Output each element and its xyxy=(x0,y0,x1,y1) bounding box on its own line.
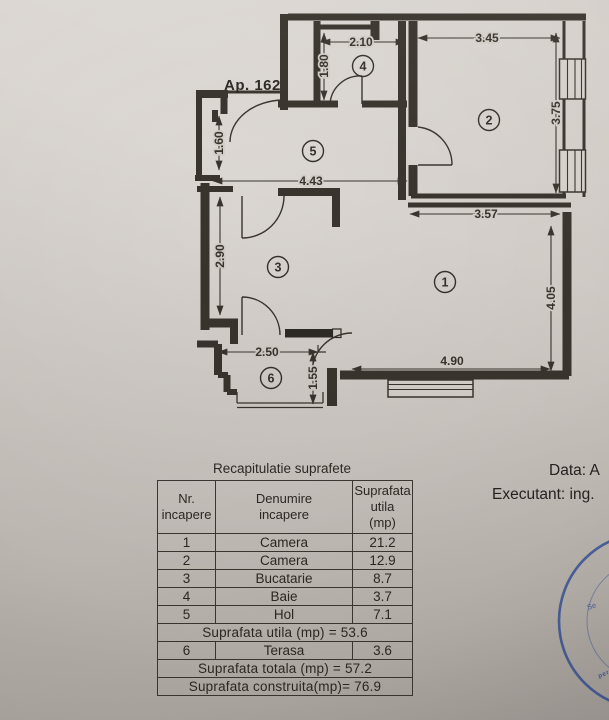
col-header-suprafata: Suprafata utila (mp) xyxy=(352,480,413,534)
cell-area: 12.9 xyxy=(352,551,413,570)
table-row: 3 Bucatarie 8.7 xyxy=(157,569,413,588)
svg-text:3: 3 xyxy=(275,261,282,275)
summary-construita-row: Suprafata construita(mp)= 76.9 xyxy=(157,677,413,696)
dimension-4-90: 4.90 xyxy=(440,354,464,368)
cell-name: Baie xyxy=(215,587,353,606)
data-label: Data: A xyxy=(549,462,600,479)
stamp-outer-ring xyxy=(557,540,609,702)
room-marker-6: 6 xyxy=(259,366,283,390)
room-marker-3: 3 xyxy=(266,255,290,279)
dim-tick xyxy=(317,345,326,353)
summary-totala: Suprafata totala (mp) = 57.2 xyxy=(157,659,413,678)
window-right-top xyxy=(558,58,587,100)
cell-name: Camera xyxy=(215,551,353,570)
summary-utila-row: Suprafata utila (mp) = 53.6 xyxy=(157,623,413,642)
cell-area: 3.6 xyxy=(352,641,413,660)
stamp-ring-text: persoana fizica autorizata de xyxy=(597,593,609,680)
table-header-row: Nr. incapere Denumire incapere Suprafata… xyxy=(157,480,413,534)
window-right-bottom xyxy=(558,149,587,193)
svg-text:4: 4 xyxy=(360,60,367,74)
terrace-edge xyxy=(236,392,324,409)
room-marker-2: 2 xyxy=(477,108,501,132)
svg-text:5: 5 xyxy=(310,145,317,159)
windows xyxy=(387,58,587,398)
door-arc-terrace xyxy=(241,296,281,336)
dimension-2-90: 2.90 xyxy=(213,244,227,268)
svg-text:2: 2 xyxy=(486,114,493,128)
room-markers: 1 2 3 4 5 6 xyxy=(259,54,501,390)
counter-cap xyxy=(331,328,342,339)
summary-utila: Suprafata utila (mp) = 53.6 xyxy=(157,623,413,642)
floor-plan: 2.10 3.45 1.80 3.75 1.60 4.43 3.57 2.90 … xyxy=(195,13,587,409)
dimension-3-45: 3.45 xyxy=(475,31,499,45)
doors xyxy=(229,75,453,374)
svg-text:1: 1 xyxy=(442,276,449,290)
door-arc-entry xyxy=(229,99,284,143)
table-row-terasa: 6 Terasa 3.6 xyxy=(157,641,413,660)
apartment-label: Ap. 162 xyxy=(224,77,281,94)
cell-area: 7.1 xyxy=(352,605,413,624)
dimension-4-43: 4.43 xyxy=(299,174,323,188)
dimension-lines xyxy=(212,32,561,405)
dimension-1-55: 1.55 xyxy=(306,366,320,390)
counter-bar xyxy=(285,329,332,338)
cell-area: 21.2 xyxy=(352,533,413,552)
cell-area: 3.7 xyxy=(352,587,413,606)
door-arc-room3 xyxy=(241,195,285,239)
dimension-4-05: 4.05 xyxy=(544,286,558,310)
dimension-1-80: 1.80 xyxy=(317,54,331,78)
cell-nr: 4 xyxy=(157,587,216,606)
room-marker-1: 1 xyxy=(433,270,457,294)
table-title: Recapitulatie suprafete xyxy=(212,461,352,476)
door-arc-room4 xyxy=(329,75,363,105)
cell-name: Camera xyxy=(215,533,353,552)
cell-nr: 2 xyxy=(157,551,216,570)
stamp-initials: Se xyxy=(586,601,598,612)
dimension-3-75: 3.75 xyxy=(549,101,563,125)
table-row: 1 Camera 21.2 xyxy=(157,533,413,552)
stamp-inner-ring xyxy=(586,573,609,669)
door-arc-room2 xyxy=(417,126,453,166)
table-row: 5 Hol 7.1 xyxy=(157,605,413,624)
walls xyxy=(195,13,586,406)
col-header-nr: Nr. incapere xyxy=(157,480,216,534)
dimension-labels: 2.10 3.45 1.80 3.75 1.60 4.43 3.57 2.90 … xyxy=(210,29,565,391)
dimension-3-57: 3.57 xyxy=(474,207,498,221)
summary-totala-row: Suprafata totala (mp) = 57.2 xyxy=(157,659,413,678)
cell-nr: 3 xyxy=(157,569,216,588)
cell-nr: 6 xyxy=(157,641,216,660)
table-row: 2 Camera 12.9 xyxy=(157,551,413,570)
table-row: 4 Baie 3.7 xyxy=(157,587,413,606)
svg-text:6: 6 xyxy=(268,372,275,386)
cell-area: 8.7 xyxy=(352,569,413,588)
cell-nr: 1 xyxy=(157,533,216,552)
summary-construita: Suprafata construita(mp)= 76.9 xyxy=(157,677,413,696)
notary-stamp: persoana fizica autorizata de Se xyxy=(557,540,609,702)
room-marker-5: 5 xyxy=(301,139,325,163)
executant-label: Executant: ing. xyxy=(492,486,595,503)
col-header-denumire: Denumire incapere xyxy=(215,480,353,534)
areas-table: Nr. incapere Denumire incapere Suprafata… xyxy=(157,480,413,696)
cell-name: Bucatarie xyxy=(215,569,353,588)
dimension-2-50: 2.50 xyxy=(255,345,279,359)
cell-name: Hol xyxy=(215,605,353,624)
cell-nr: 5 xyxy=(157,605,216,624)
room-marker-4: 4 xyxy=(351,54,375,78)
window-bottom xyxy=(387,379,474,398)
dimension-2-10: 2.10 xyxy=(349,35,373,49)
cell-name: Terasa xyxy=(215,641,353,660)
dimension-1-60: 1.60 xyxy=(212,131,226,155)
